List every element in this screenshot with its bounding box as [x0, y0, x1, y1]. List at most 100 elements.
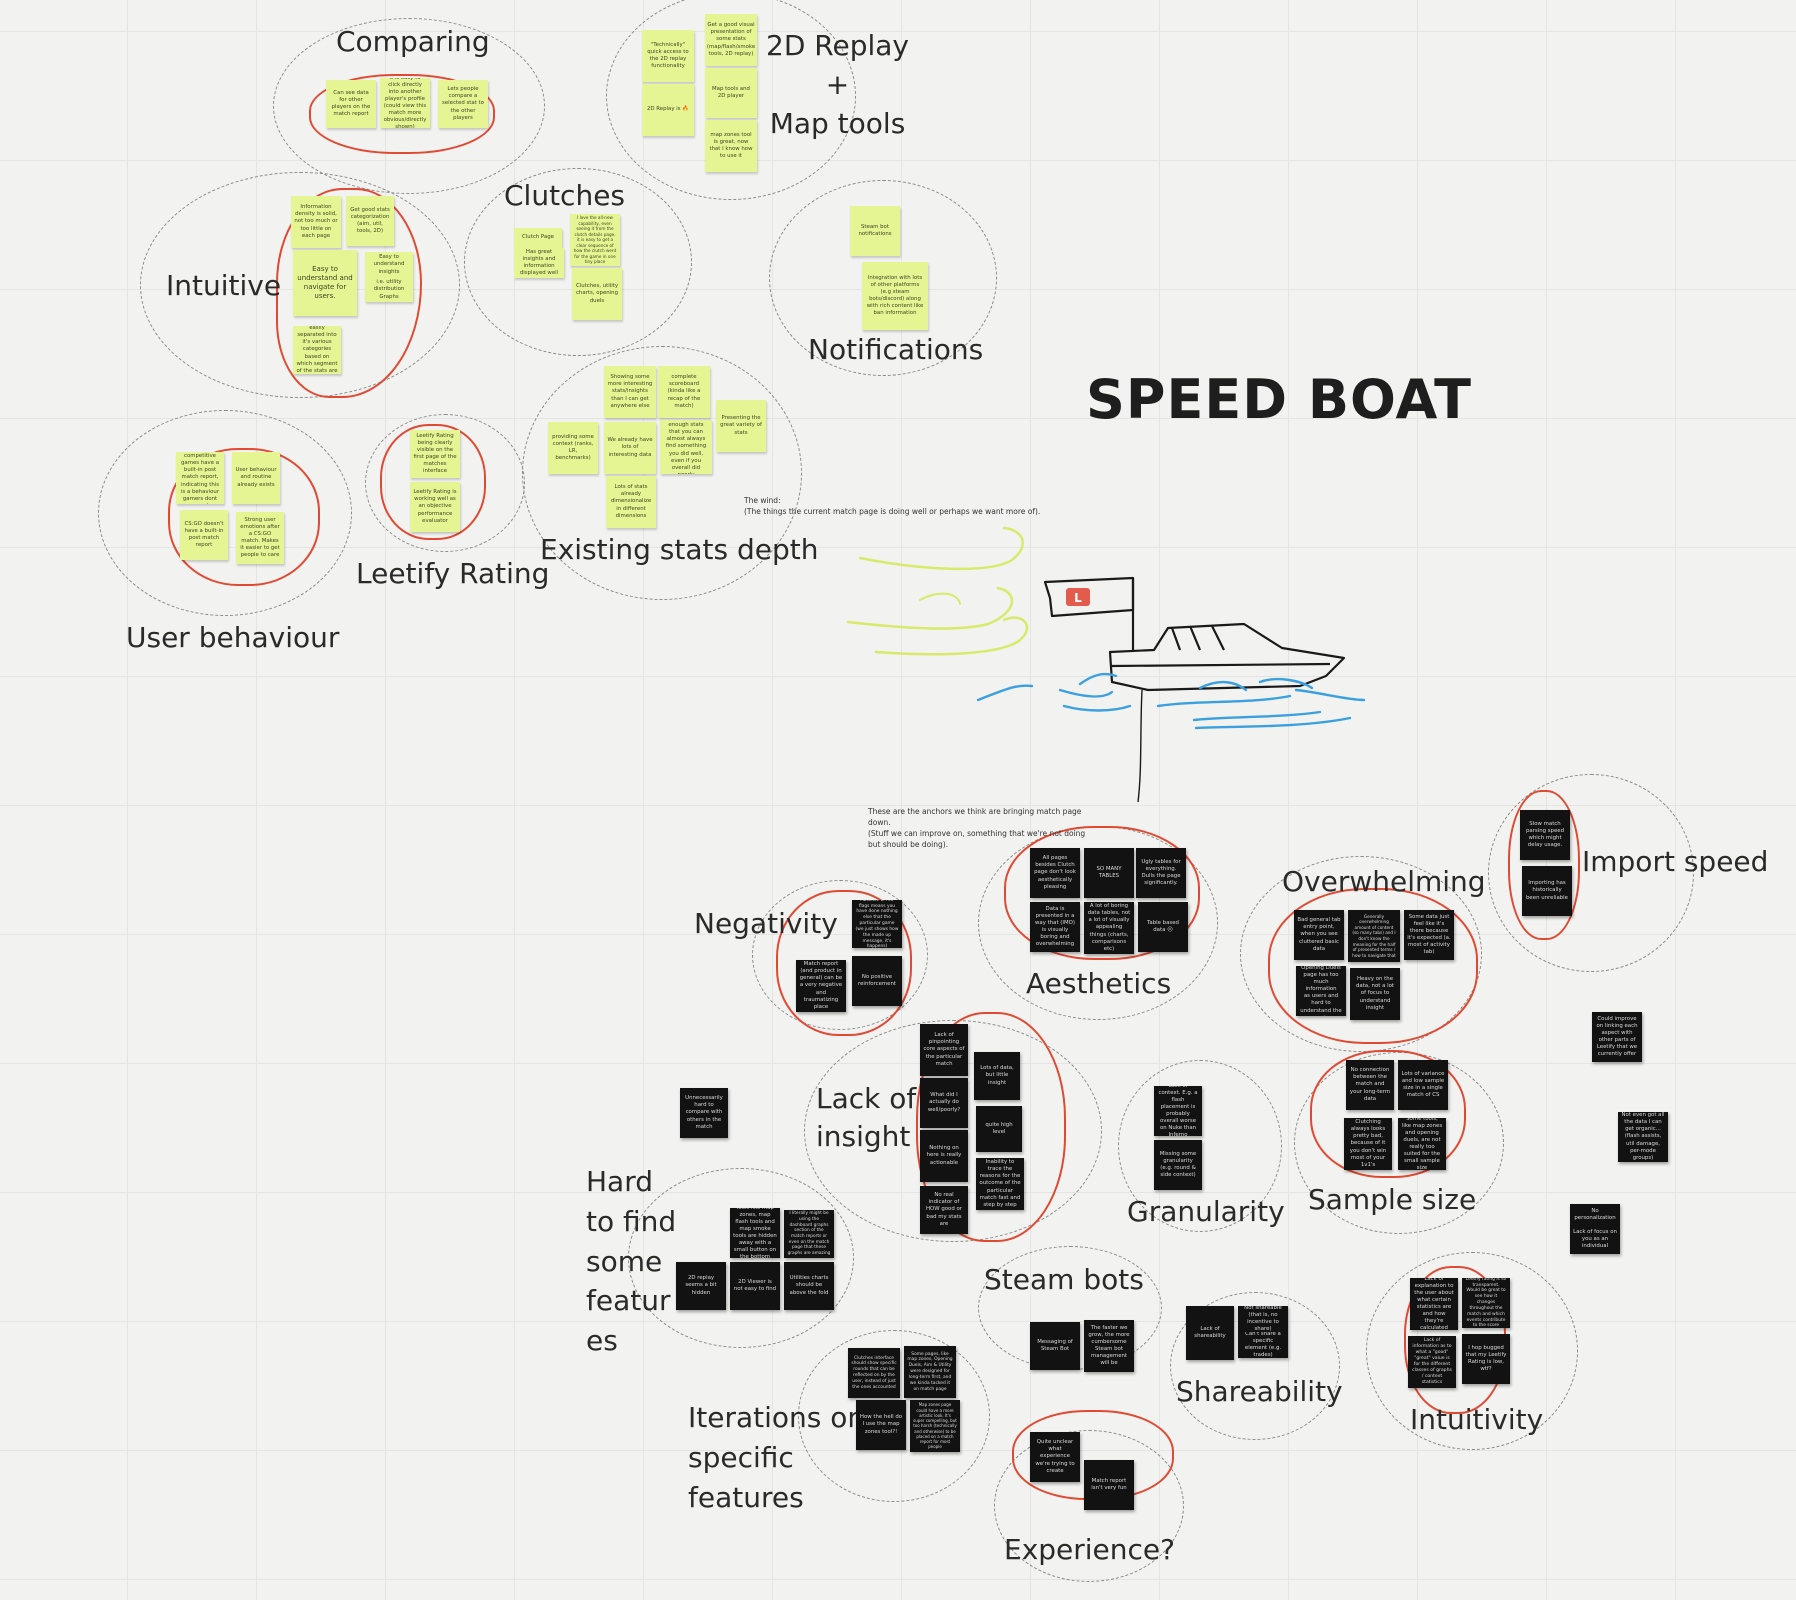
sticky-note[interactable]: Opening Duels page has too much informat… [1296, 966, 1346, 992]
sticky-note[interactable]: Unnecessarily hard to compare with other… [680, 1088, 728, 1138]
sticky-note[interactable]: Match report (and product in general) ca… [796, 960, 846, 1012]
sticky-note[interactable]: All pages besides Clutch page don't look… [1030, 848, 1080, 898]
sticky-note[interactable]: "Technically" quick access to the 2D rep… [642, 30, 694, 82]
sticky-note[interactable]: It is easy to click directly into anothe… [380, 78, 430, 128]
sticky-note[interactable]: Integration with lots of other platforms… [862, 262, 928, 330]
sticky-note[interactable]: Some pages, like map zones, Opening Duel… [904, 1346, 956, 1398]
sticky-note[interactable]: Bad general tab entry point, when you se… [1294, 910, 1344, 960]
sticky-note[interactable]: Lets people compare a selected stat to t… [438, 80, 488, 128]
sticky-note[interactable]: Clutches interface should show specific … [848, 1348, 900, 1398]
sticky-note[interactable]: Showing some more interesting stats/insi… [604, 366, 656, 418]
sticky-note[interactable]: Lack of explanation to the user about wh… [1410, 1278, 1458, 1330]
sticky-note[interactable]: Clutch Page [514, 228, 562, 248]
sticky-note[interactable]: What did I actually do well/poorly? [920, 1078, 968, 1128]
sticky-note[interactable]: Match report isn't very fun [1084, 1460, 1134, 1510]
sticky-note[interactable]: Lack of pinpointing core aspects of the … [920, 1024, 968, 1076]
wave [1058, 688, 1114, 698]
sticky-note[interactable]: Not shareable (that is, no incentive to … [1238, 1306, 1288, 1332]
sticky-note[interactable]: Some tools, like map zones and opening d… [1398, 1118, 1446, 1170]
sticky-note[interactable]: Get good stats categorization (aim, util… [346, 196, 394, 246]
sticky-note[interactable]: Table based data 😐 [1138, 902, 1188, 952]
sticky-note[interactable]: Utilities charts should be above the fol… [784, 1262, 834, 1310]
group-circle-intuitivity [1366, 1252, 1578, 1450]
label-lack-insight: Lack of insight [816, 1082, 917, 1154]
highlight-lack-insight [916, 1012, 1066, 1242]
sticky-note[interactable]: Could improve on linking each aspect wit… [1592, 1012, 1642, 1062]
sticky-note[interactable]: Clutching always looks pretty bad, becau… [1344, 1118, 1392, 1170]
sticky-note[interactable]: I love the all-new capability, even seei… [570, 214, 620, 266]
sticky-note[interactable]: Can't share a specific element (e.g. tra… [1238, 1332, 1288, 1358]
sticky-note[interactable]: map zones tool is great, now that I know… [705, 120, 757, 172]
sticky-note[interactable]: Lots of variance and low sample size in … [1398, 1060, 1448, 1110]
sticky-note[interactable]: Importing has historically been unreliab… [1522, 866, 1572, 916]
sticky-note[interactable]: Lack of context. E.g. a flash placement … [1154, 1086, 1202, 1136]
sticky-note[interactable]: No personalization Lack of focus on you … [1570, 1204, 1620, 1254]
sticky-note[interactable]: Most other competitive games have a buil… [176, 452, 224, 504]
sticky-note[interactable]: Absence of red flags means you have done… [852, 900, 902, 948]
sticky-note[interactable]: Generally overwhelming amount of content… [1348, 910, 1400, 962]
sticky-note[interactable]: Lack of shareability [1186, 1306, 1234, 1360]
sticky-note[interactable]: Slow match parsing speed which might del… [1520, 810, 1570, 860]
label-aesthetics: Aesthetics [1026, 967, 1172, 1000]
sticky-note[interactable]: A lot of boring data tables, not a lot o… [1084, 902, 1134, 954]
sticky-note[interactable]: Nothing on here is really actionable [920, 1130, 968, 1182]
sticky-note[interactable]: Can see data for other players on the ma… [326, 80, 376, 128]
sticky-note[interactable]: Has great insights and information displ… [514, 248, 564, 278]
sticky-note[interactable]: Get a good visual presentation of some s… [705, 14, 757, 66]
sticky-note[interactable]: Not even got all the data I can get orga… [1618, 1112, 1668, 1162]
sticky-note[interactable]: Easy to understand and navigate for user… [293, 250, 357, 316]
sticky-note[interactable]: How the hell do I use the map zones tool… [856, 1400, 906, 1450]
sticky-note[interactable]: complete scoreboard (kinda like a recap … [658, 366, 710, 418]
sticky-note[interactable]: SO MANY TABLES [1084, 848, 1134, 898]
sticky-note[interactable]: quite high level [976, 1106, 1022, 1152]
sticky-note[interactable]: Messaging of Steam Bot [1030, 1322, 1080, 1370]
group-circle-iterations [798, 1330, 990, 1502]
sticky-note[interactable]: Easy to understand insights [365, 252, 413, 278]
highlight-leetify [380, 424, 486, 540]
wave [1062, 704, 1132, 712]
sticky-note[interactable]: Information density is solid, not too mu… [291, 196, 341, 248]
water [976, 672, 1366, 730]
group-circle-shareability [1170, 1292, 1340, 1440]
sticky-note[interactable]: Mouflon is easily separated into it's va… [293, 326, 341, 374]
sticky-note[interactable]: Map zones page could have a more artisti… [910, 1400, 960, 1452]
sticky-note[interactable]: We already have lots of interesting data [604, 422, 656, 474]
sticky-note[interactable]: Overwhelming as users and hard to unders… [1296, 992, 1346, 1016]
sticky-note[interactable]: Presenting the great variety of stats [716, 400, 766, 452]
sticky-note[interactable]: Lots of stats already dimensionalize in … [606, 476, 656, 528]
sticky-note[interactable]: 2D replay seems a bit hidden [676, 1262, 726, 1310]
sticky-note[interactable]: Lack of information as to what a "good" … [1408, 1336, 1456, 1388]
sticky-note[interactable]: providing some context (ranks, LR, bench… [548, 422, 598, 474]
sticky-note[interactable]: The faster we grow, the more cumbersome … [1084, 1320, 1134, 1372]
sticky-note[interactable]: Heavy on the data, not a lot of focus to… [1350, 968, 1400, 1020]
sticky-note[interactable]: Some data just feel like it's there beca… [1404, 910, 1454, 960]
sticky-note[interactable]: Clutches, utility charts, opening duels [572, 268, 622, 320]
sticky-note[interactable]: Data is presented in a way that (IMO) is… [1030, 902, 1080, 952]
sticky-note[interactable]: Leetify Rating is working well as an obj… [410, 482, 460, 532]
sticky-note[interactable]: Steam bot notifications [850, 206, 900, 256]
sticky-note[interactable]: No positive reinforcement [852, 956, 902, 1006]
sticky-note[interactable]: 2D Viewer is not easy to find [730, 1262, 780, 1310]
sticky-note[interactable]: Leetify Rating being clearly visible on … [410, 430, 460, 478]
sticky-note[interactable]: No connection between the match and your… [1346, 1060, 1394, 1110]
sticky-note[interactable]: Ugly tables for everything. Dulls the pa… [1136, 848, 1186, 898]
sticky-note[interactable]: Missing some granularity (e.g. round & s… [1154, 1140, 1202, 1190]
sticky-note[interactable]: 2D Replay is 🔥 [642, 84, 694, 136]
sticky-note[interactable]: Tools like map zones, map flash tools an… [730, 1208, 780, 1258]
sticky-note[interactable]: Has diverse enough stats that you can al… [660, 420, 712, 474]
sticky-note[interactable]: I literally might be using the dashboard… [784, 1210, 834, 1258]
sticky-note[interactable]: No real indicator of HOW good or bad my … [920, 1186, 968, 1234]
group-circle-comparing [273, 18, 545, 194]
label-hard-to-find: Hard to find some featur es [586, 1165, 677, 1357]
sticky-note[interactable]: i.e. utility distribution Graphs [365, 278, 413, 302]
sticky-note[interactable]: Map tools and 2D player [705, 68, 757, 118]
sticky-note[interactable]: Quite unclear what experience we're tryi… [1030, 1432, 1080, 1482]
sticky-note[interactable]: CS:GO doesn't have a built-in post match… [180, 510, 228, 560]
sticky-note[interactable]: Lots of data, but little insight [974, 1052, 1020, 1100]
sticky-note[interactable]: Leetify rating is so transparent. Would … [1462, 1278, 1510, 1328]
sticky-note[interactable]: I hop bugged that my Leetify Rating is l… [1462, 1334, 1510, 1384]
sticky-note[interactable]: Inability to trace the reasons for the o… [976, 1158, 1024, 1210]
sticky-note[interactable]: Strong user emotions after a CS:GO match… [236, 512, 284, 564]
sticky-note[interactable]: User behaviour and routine already exist… [232, 452, 280, 504]
